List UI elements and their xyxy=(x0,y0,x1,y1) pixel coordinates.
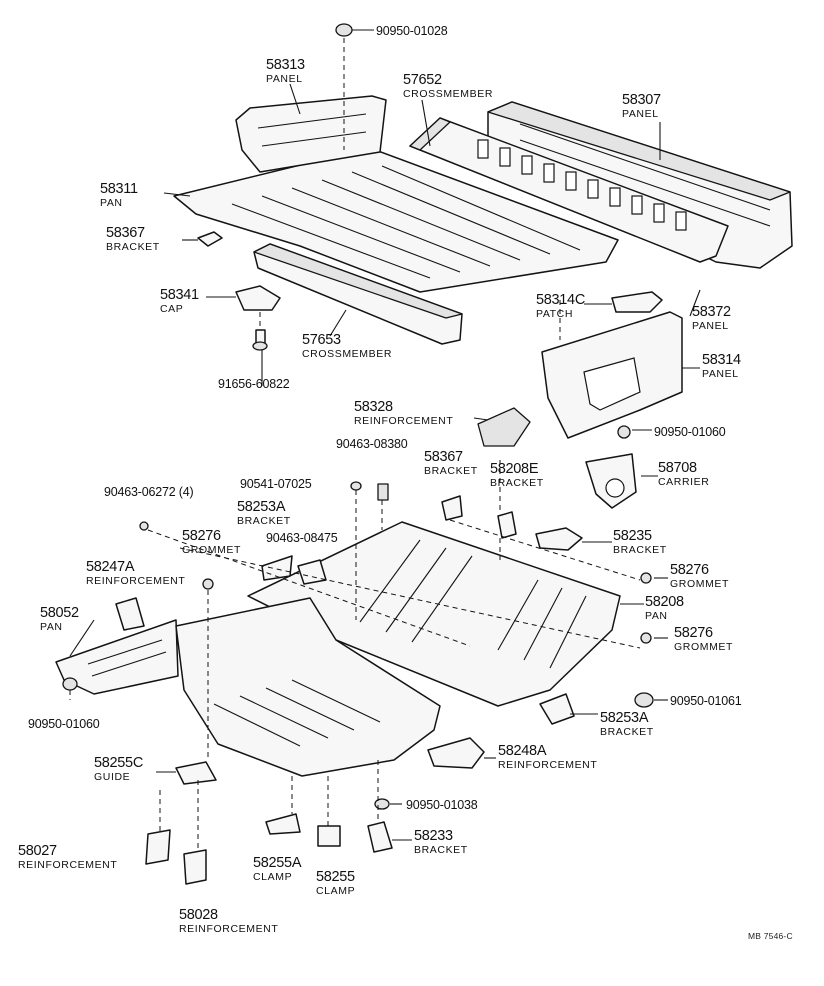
leader-lines xyxy=(69,29,701,841)
label-58248a: 58248A REINFORCEMENT xyxy=(498,743,598,771)
nut-90541-07025-shape xyxy=(350,481,362,491)
bracket-58233-shape xyxy=(367,821,393,853)
bracket-58253a-lower-shape xyxy=(539,693,575,725)
bracket-58208e-shape xyxy=(497,511,517,539)
bracket-58367-lower-shape xyxy=(441,495,463,521)
grommet-58276-left-shape xyxy=(202,578,214,590)
reinforcement-58028-shape xyxy=(183,849,207,885)
label-90950-01038: 90950-01038 xyxy=(406,798,478,812)
label-90463-06272: 90463-06272 (4) xyxy=(104,485,194,499)
reinforcement-58328-shape xyxy=(477,407,531,447)
panel-58314-shape xyxy=(541,311,683,439)
crossmember-57652-shape xyxy=(409,117,729,263)
label-90950-01061: 90950-01061 xyxy=(670,694,742,708)
label-58052: 58052 PAN xyxy=(40,605,79,633)
label-58367-upper: 58367 BRACKET xyxy=(106,225,160,253)
label-58247a: 58247A REINFORCEMENT xyxy=(86,559,186,587)
label-58233: 58233 BRACKET xyxy=(414,828,468,856)
figure-code: MB 7546-C xyxy=(748,931,793,941)
plug-90950-01060-shape xyxy=(617,425,631,439)
label-58255a: 58255A CLAMP xyxy=(253,855,302,883)
bracket-58235-shape xyxy=(535,527,583,551)
label-58311: 58311 PAN xyxy=(100,181,138,209)
label-58253a-upper: 58253A BRACKET xyxy=(237,499,291,527)
label-58313: 58313 PANEL xyxy=(266,57,305,85)
reinforcement-58027-shape xyxy=(145,829,171,865)
label-58235: 58235 BRACKET xyxy=(613,528,667,556)
screw-90463-06272-shape xyxy=(139,521,149,531)
clip-90463-08380-shape xyxy=(377,483,389,501)
label-58372: 58372 PANEL xyxy=(692,304,731,332)
plug-90950-01028-shape xyxy=(335,23,353,37)
label-58255c: 58255C GUIDE xyxy=(94,755,143,783)
bolt-91656-60822-shape xyxy=(252,329,268,351)
reinforcement-58247a-shape xyxy=(115,597,145,631)
label-58367-lower: 58367 BRACKET xyxy=(424,449,478,477)
label-58027: 58027 REINFORCEMENT xyxy=(18,843,118,871)
label-58276-right-lower: 58276 GROMMET xyxy=(674,625,734,653)
label-58276-left: 58276 GROMMET xyxy=(182,528,242,556)
guide-58255c-shape xyxy=(175,761,217,785)
label-90950-01060-upper: 90950-01060 xyxy=(654,425,726,439)
crossmember-57653-shape xyxy=(253,243,463,345)
label-58253a-lower: 58253A BRACKET xyxy=(600,710,654,738)
clip-90463-08475-shape xyxy=(297,559,327,585)
plug-90950-01061-shape xyxy=(634,692,654,708)
clamp-58255a-shape xyxy=(265,813,301,835)
clamp-58255-shape xyxy=(317,825,341,847)
label-57653: 57653 CROSSMEMBER xyxy=(302,332,393,360)
label-58328: 58328 REINFORCEMENT xyxy=(354,399,454,427)
pan-58311-shape xyxy=(173,147,619,293)
pan-58052-shape xyxy=(55,619,179,695)
label-58307: 58307 PANEL xyxy=(622,92,661,120)
reinforcement-58248a-shape xyxy=(427,737,485,769)
label-58314: 58314 PANEL xyxy=(702,352,741,380)
label-90950-01060-lower: 90950-01060 xyxy=(28,717,100,731)
pan-58208-shape xyxy=(247,521,621,707)
cap-58341-shape xyxy=(235,285,281,311)
label-58314c: 58314C PATCH xyxy=(536,292,585,320)
panel-58313-shape xyxy=(235,95,387,173)
label-58028: 58028 REINFORCEMENT xyxy=(179,907,279,935)
label-58208e: 58208E BRACKET xyxy=(490,461,544,489)
label-90463-08475: 90463-08475 xyxy=(266,531,338,545)
bracket-58367-shape xyxy=(197,231,223,247)
label-57652: 57652 CROSSMEMBER xyxy=(403,72,494,100)
label-91656-60822: 91656-60822 xyxy=(218,377,290,391)
grommet-58276-right-upper-shape xyxy=(640,572,652,584)
floor-pan-front-shape xyxy=(175,597,441,777)
patch-58314c-shape xyxy=(611,291,663,313)
plug-90950-01038-shape xyxy=(374,798,390,810)
assembly-dashed-lines xyxy=(69,38,641,852)
label-90950-01028: 90950-01028 xyxy=(376,24,448,38)
label-58341: 58341 CAP xyxy=(160,287,199,315)
label-90541-07025: 90541-07025 xyxy=(240,477,312,491)
label-58255: 58255 CLAMP xyxy=(316,869,356,897)
plug-90950-01060-left-shape xyxy=(62,677,78,691)
label-90463-08380: 90463-08380 xyxy=(336,437,408,451)
label-58208: 58208 PAN xyxy=(645,594,684,622)
label-58708: 58708 CARRIER xyxy=(658,460,710,488)
label-58276-right-upper: 58276 GROMMET xyxy=(670,562,730,590)
grommet-58276-right-lower-shape xyxy=(640,632,652,644)
carrier-58708-shape xyxy=(585,453,637,509)
